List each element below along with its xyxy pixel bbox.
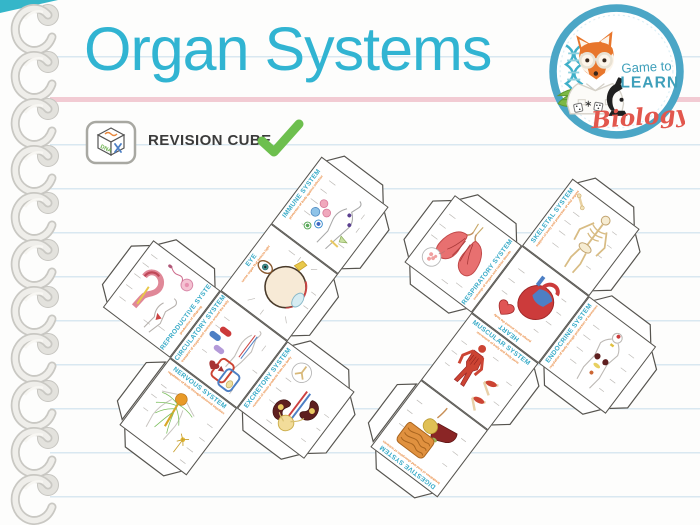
cube-net-right: SKELETAL SYSTEM support of body and prot…	[303, 128, 700, 525]
spiral-binding-icon	[0, 0, 70, 525]
sparkle-icon	[585, 100, 592, 107]
cube-dna-text: DNA	[99, 144, 112, 155]
eye-diagram	[247, 250, 318, 324]
cube-face-circulatory-system: CIRCULATORY SYSTEM transport of oxygen a…	[169, 290, 288, 409]
title-underline	[50, 97, 700, 102]
reproductive-system-diagram	[119, 254, 194, 333]
circulatory-system-diagram	[201, 316, 267, 395]
resource-type-label: REVISION CUBE	[148, 132, 272, 149]
logo-line2: LEARN	[620, 75, 679, 92]
microscope-icon	[606, 77, 628, 116]
logo-line1: Game to	[621, 58, 672, 76]
checkmark-icon	[257, 119, 304, 157]
digestive-system-diagram	[396, 399, 467, 468]
cube-face-eye: EYE sense organ that detects light	[220, 223, 339, 342]
cube-face-endocrine-system: ENDOCRINE SYSTEM regulation of body thro…	[538, 296, 657, 414]
cube-net-left: IMMUNE SYSTEM protection of body against…	[52, 106, 455, 525]
logo-line3: Biology	[589, 100, 685, 134]
cube-face-respiratory-system: RESPIRATORY SYSTEM exchange of oxygen an…	[404, 195, 523, 313]
excretory-system-diagram	[266, 362, 330, 443]
immune-system-diagram	[301, 180, 365, 250]
cube-face-nervous-system: NERVOUS SYSTEM regulation of body throug…	[119, 357, 237, 476]
skeletal-system-diagram	[552, 193, 617, 274]
dna-rungs	[567, 52, 581, 93]
cube-face-muscular-system: MUSCULAR SYSTEM movement of body and bod…	[420, 312, 539, 431]
revision-cube-icon: DNA	[85, 120, 137, 165]
nervous-system-diagram	[143, 383, 213, 464]
game-to-learn-biology-logo: Game to LEARN Biology	[549, 4, 685, 139]
chromosome-icon	[114, 143, 122, 153]
cube-face-reproductive-system: REPRODUCTIVE SYSTEM production of offspr…	[102, 240, 221, 358]
dna-squiggle-icon	[104, 131, 118, 137]
cube-face-skeletal-system: SKELETAL SYSTEM support of body and prot…	[522, 178, 640, 297]
endocrine-system-diagram	[569, 324, 635, 393]
cube-face-excretory-system: EXCRETORY SYSTEM removal of waste produc…	[236, 341, 355, 459]
heart-diagram	[498, 268, 567, 333]
muscular-system-diagram	[444, 340, 512, 411]
page-title: Organ Systems	[84, 15, 492, 83]
dice-icon	[573, 101, 604, 113]
cube-face-immune-system: IMMUNE SYSTEM protection of body against…	[271, 156, 389, 275]
respiratory-system-diagram	[421, 213, 484, 288]
cube-face-digestive-system: DIGESTIVE SYSTEM breakdown of food and a…	[370, 379, 488, 498]
cube-face-heart: HEART pumps blood around the body	[471, 245, 590, 364]
